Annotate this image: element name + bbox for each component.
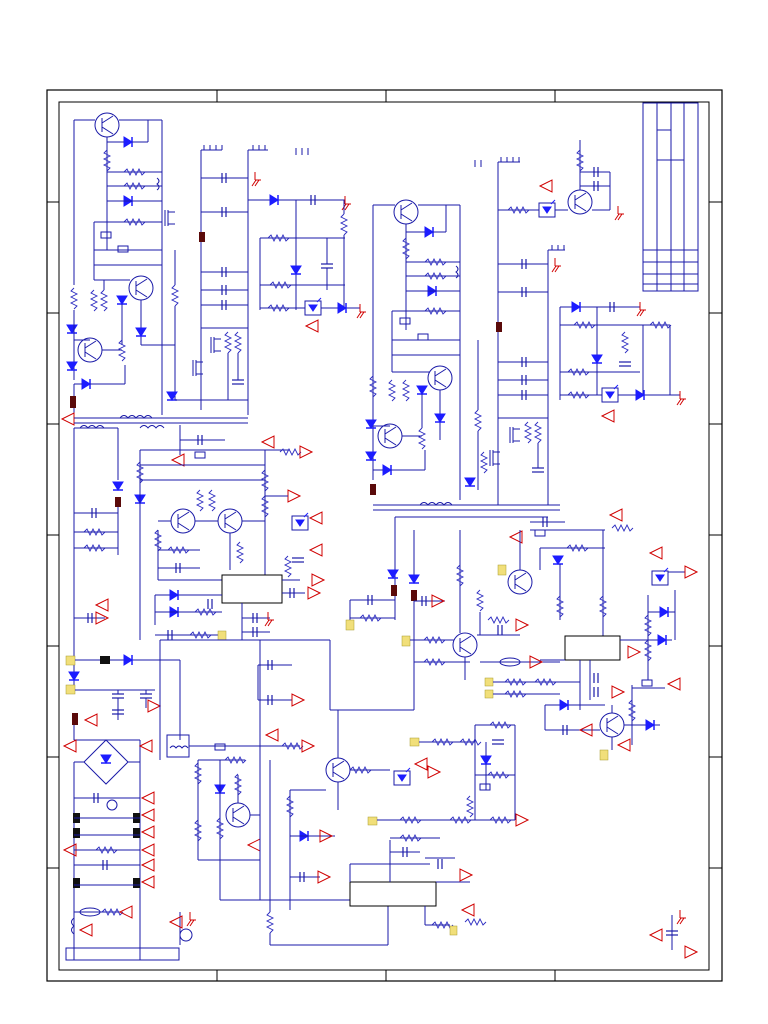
controller-ic-center xyxy=(349,881,437,907)
controller-ic-right xyxy=(564,635,621,661)
title-block xyxy=(642,102,699,292)
connector-ticks xyxy=(295,148,482,167)
lower-left-input-filter xyxy=(63,654,197,961)
middle-left-control xyxy=(73,425,325,690)
controller-ic-left xyxy=(221,574,283,604)
lower-right-controller xyxy=(345,508,698,959)
lower-center-controller xyxy=(159,639,529,946)
upper-left-power-stage xyxy=(61,112,367,426)
upper-right-power-stage xyxy=(365,140,687,511)
drawing-frame xyxy=(46,89,723,982)
